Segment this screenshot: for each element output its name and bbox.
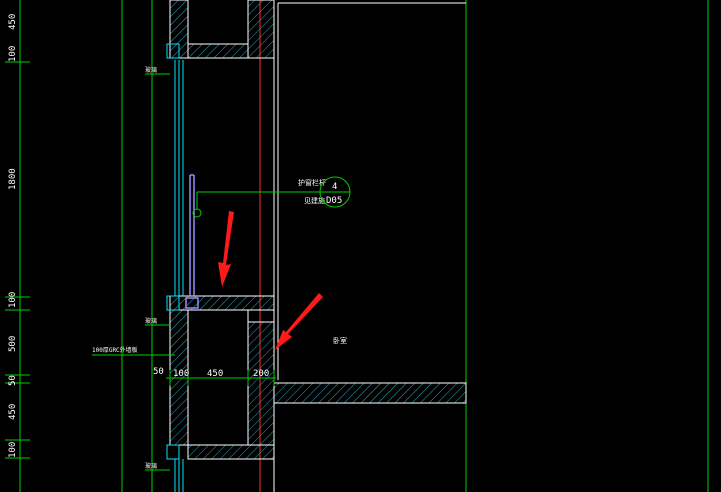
- dim-v-1: 100: [8, 46, 18, 62]
- callout-label-bottom: 见建施: [304, 196, 325, 205]
- callout-number: 4: [332, 182, 337, 192]
- dim-h-3: 200: [253, 369, 269, 379]
- red-arrow-icon: [275, 293, 323, 350]
- callout-label-top: 护窗栏杆: [298, 178, 326, 187]
- dim-h-0: 50: [153, 367, 164, 377]
- room-label: 卧室: [333, 336, 347, 345]
- glass-tag-lower: 玻璃: [145, 317, 157, 325]
- dim-v-4: 500: [8, 336, 18, 352]
- left-note: 100厚GRC外墙板: [92, 346, 175, 356]
- glass-tags: 玻璃 玻璃 玻璃: [145, 66, 170, 471]
- dimension-labels-horizontal: 50 100 450 200: [153, 367, 269, 379]
- dim-v-6: 450: [8, 404, 18, 420]
- callout-sheet: D05: [326, 196, 342, 206]
- dim-v-2: 1800: [8, 168, 18, 190]
- glass-tag-bottom: 玻璃: [145, 462, 157, 470]
- dim-v-0: 450: [8, 14, 18, 30]
- dimension-labels-vertical: 450 100 1800 100 500 50 450 100: [8, 14, 18, 458]
- detail-callout: 护窗栏杆 见建施 4 D05: [192, 176, 351, 218]
- left-dimension-chain: [5, 0, 30, 492]
- left-note-text: 100厚GRC外墙板: [92, 346, 138, 354]
- dim-v-7: 100: [8, 442, 18, 458]
- glass-tag-upper: 玻璃: [145, 66, 157, 74]
- horizontal-dimension-chain: [166, 370, 276, 386]
- glass-curtain-wall: [166, 43, 184, 492]
- dim-v-3: 100: [8, 292, 18, 308]
- dim-v-5: 50: [8, 375, 18, 386]
- dim-h-2: 450: [207, 369, 223, 379]
- window-railing: [185, 174, 199, 309]
- dim-h-1: 100: [173, 369, 189, 379]
- red-arrow-icon: [218, 211, 234, 287]
- guide-lines: [121, 0, 709, 492]
